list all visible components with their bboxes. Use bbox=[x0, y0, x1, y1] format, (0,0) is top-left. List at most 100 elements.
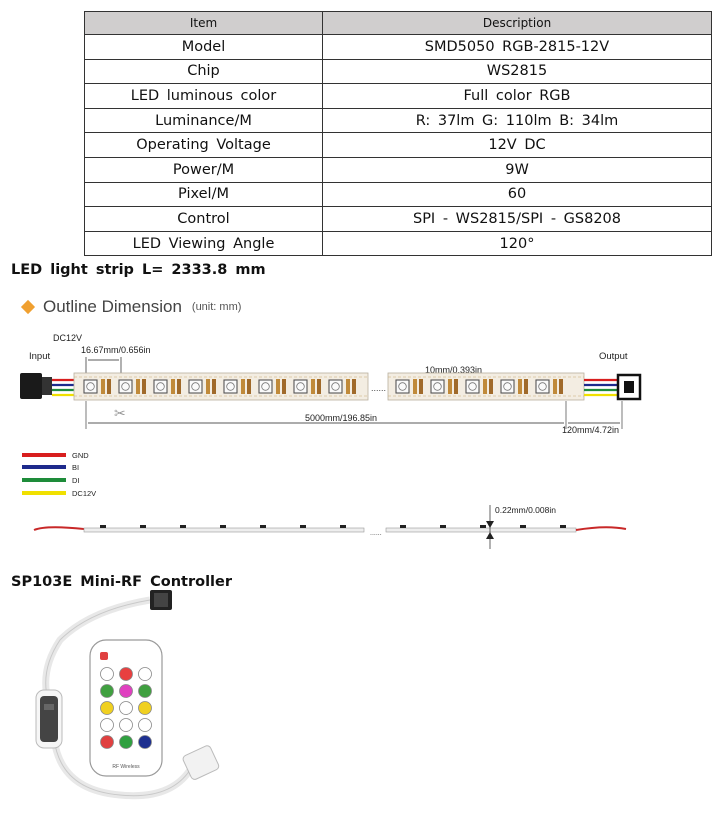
thickness-label: 0.22mm/0.008in bbox=[495, 505, 556, 515]
strip-segment-left bbox=[73, 372, 369, 401]
resistor-icon bbox=[247, 379, 251, 394]
resistor-icon bbox=[276, 379, 280, 394]
thickness-arrow-icon bbox=[486, 532, 494, 539]
remote-button-icon bbox=[100, 684, 114, 698]
gnd-wire-swatch bbox=[22, 453, 66, 457]
di-wire-swatch bbox=[22, 478, 66, 482]
resistor-icon bbox=[559, 379, 563, 394]
led-chip-icon bbox=[258, 379, 273, 394]
strip-length-heading: LED light strip L= 2333.8 mm bbox=[11, 262, 266, 278]
profile-led-mark bbox=[260, 525, 266, 528]
remote-button-icon bbox=[119, 684, 133, 698]
lead-label: 120mm/4.72in bbox=[562, 425, 619, 435]
bi-legend-label: BI bbox=[72, 463, 79, 472]
resistor-icon bbox=[518, 379, 522, 394]
resistor-icon bbox=[206, 379, 210, 394]
profile-led-mark bbox=[520, 525, 526, 528]
item-cell: Luminance/M bbox=[84, 107, 323, 134]
profile-led-mark bbox=[300, 525, 306, 528]
controller-connector-icon bbox=[150, 590, 172, 610]
input-label: Input bbox=[29, 351, 50, 362]
output-label: Output bbox=[599, 351, 628, 362]
item-cell: LED Viewing Angle bbox=[84, 230, 323, 257]
resistor-icon bbox=[524, 379, 528, 394]
resistor-icon bbox=[489, 379, 493, 394]
description-cell: 12V DC bbox=[322, 132, 712, 158]
led-chip-icon bbox=[395, 379, 410, 394]
description-cell: SMD5050 RGB-2815-12V bbox=[322, 34, 712, 60]
resistor-icon bbox=[413, 379, 417, 394]
resistor-icon bbox=[483, 379, 487, 394]
item-cell: Model bbox=[84, 34, 323, 60]
outline-unit-text: (unit: mm) bbox=[191, 301, 242, 313]
resistor-icon bbox=[282, 379, 286, 394]
thickness-arrow-icon bbox=[486, 521, 494, 528]
led-chip-icon bbox=[118, 379, 133, 394]
remote-button-icon bbox=[100, 701, 114, 715]
column-header: Item bbox=[84, 11, 323, 35]
remote-button-icon bbox=[138, 667, 152, 681]
resistor-icon bbox=[352, 379, 356, 394]
output-connector bbox=[584, 373, 642, 401]
led-size-label: 10mm/0.393in bbox=[425, 365, 482, 375]
profile-led-mark bbox=[440, 525, 446, 528]
resistor-icon bbox=[142, 379, 146, 394]
resistor-icon bbox=[448, 379, 452, 394]
outline-diagram: DC12V Input Output 16.67mm/0.656in 10mm/… bbox=[20, 333, 642, 549]
item-cell: Chip bbox=[84, 58, 323, 85]
remote-button-icon bbox=[138, 701, 152, 715]
resistor-icon bbox=[241, 379, 245, 394]
strip-segment-right bbox=[387, 372, 585, 401]
description-cell: WS2815 bbox=[322, 58, 712, 85]
led-chip-icon bbox=[293, 379, 308, 394]
profile-led-mark bbox=[480, 525, 486, 528]
length-label: 5000mm/196.85in bbox=[305, 413, 377, 423]
input-connector bbox=[20, 373, 74, 399]
power-button-icon bbox=[100, 652, 108, 660]
column-header: Description bbox=[322, 11, 712, 35]
description-cell: SPI - WS2815/SPI - GS8208 bbox=[322, 206, 712, 232]
gnd-legend-label: GND bbox=[72, 451, 89, 460]
description-cell: 60 bbox=[322, 181, 712, 208]
remote-button-icon bbox=[100, 667, 114, 681]
profile-led-mark bbox=[340, 525, 346, 528]
remote-button-icon bbox=[100, 718, 114, 732]
strip-side-profile: ...... bbox=[33, 525, 627, 537]
resistor-icon bbox=[212, 379, 216, 394]
pitch-label: 16.67mm/0.656in bbox=[81, 345, 151, 355]
controller-module bbox=[35, 689, 63, 749]
outline-dimension-title: Outline Dimension (unit: mm) bbox=[20, 296, 242, 318]
strip-gap-ellipsis: ...... bbox=[371, 383, 386, 393]
led-chip-icon bbox=[465, 379, 480, 394]
resistor-icon bbox=[107, 379, 111, 394]
resistor-icon bbox=[136, 379, 140, 394]
item-cell: Operating Voltage bbox=[84, 132, 323, 158]
led-chip-icon bbox=[328, 379, 343, 394]
controller-image: RF Wireless bbox=[35, 590, 220, 800]
cut-mark-icon: ✂ bbox=[114, 405, 126, 421]
remote-button-icon bbox=[119, 701, 133, 715]
profile-led-mark bbox=[220, 525, 226, 528]
resistor-icon bbox=[171, 379, 175, 394]
profile-led-mark bbox=[100, 525, 106, 528]
led-chip-icon bbox=[83, 379, 98, 394]
rf-remote: RF Wireless bbox=[89, 639, 163, 777]
led-chip-icon bbox=[223, 379, 238, 394]
remote-button-icon bbox=[119, 667, 133, 681]
item-cell: Power/M bbox=[84, 156, 323, 183]
resistor-icon bbox=[553, 379, 557, 394]
profile-led-mark bbox=[400, 525, 406, 528]
resistor-icon bbox=[177, 379, 181, 394]
led-chip-icon bbox=[500, 379, 515, 394]
table-header-row: Item Description bbox=[84, 11, 712, 35]
controller-heading: SP103E Mini-RF Controller bbox=[11, 574, 233, 590]
dc12v-label: DC12V bbox=[53, 333, 82, 343]
profile-led-mark bbox=[180, 525, 186, 528]
